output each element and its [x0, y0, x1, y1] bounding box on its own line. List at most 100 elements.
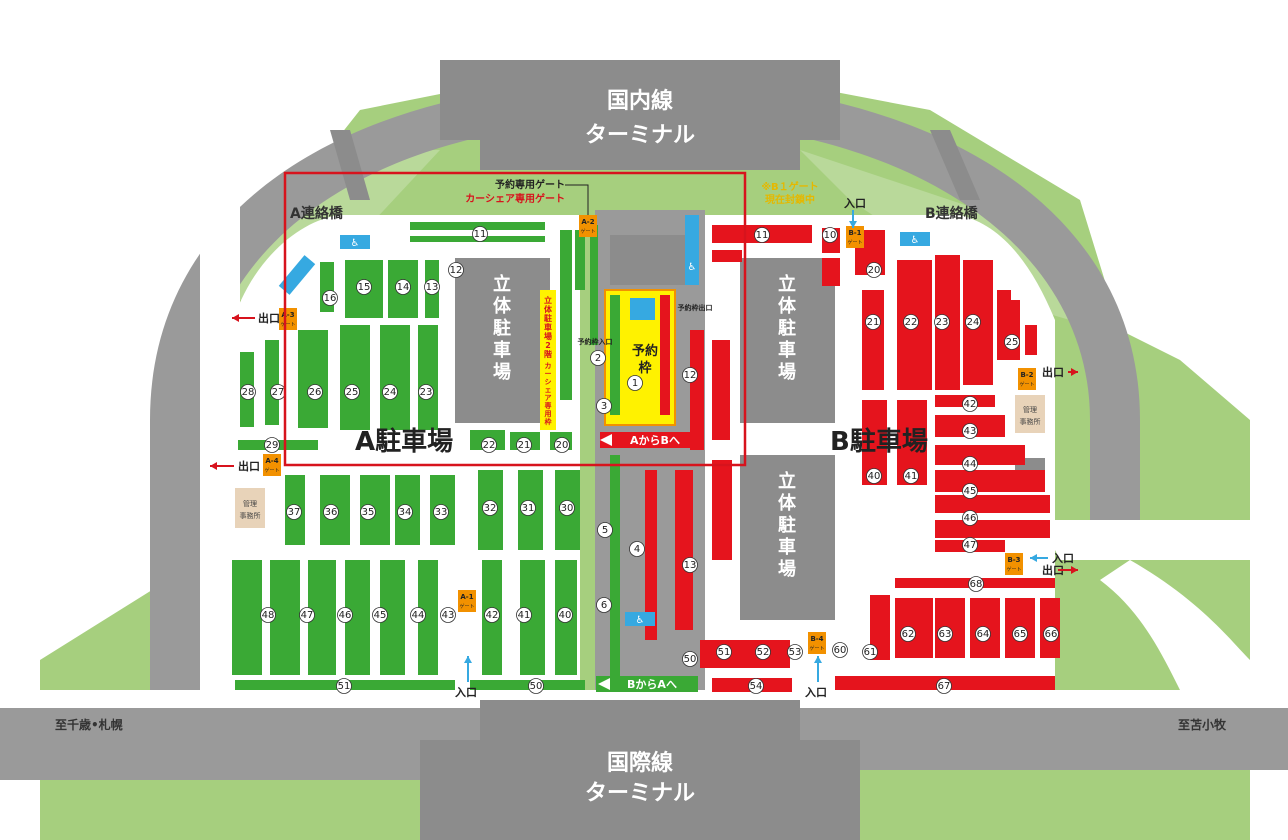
international-terminal-label-1: 国際線: [607, 750, 673, 776]
spot-number: 52: [757, 647, 770, 658]
carshare-char: 場: [544, 331, 552, 341]
international-terminal: 国際線 ターミナル: [420, 700, 860, 840]
spot-number-badge: [596, 398, 612, 414]
io-label: 出口: [1042, 563, 1064, 577]
spot-number-badge: [866, 262, 882, 278]
b-parking-row: [712, 340, 730, 440]
b-parking-row: [1010, 300, 1020, 360]
spot-number-badge: [448, 262, 464, 278]
spot-number: 22: [483, 440, 496, 451]
spot-number-badge: [682, 651, 698, 667]
accessible-icon: ♿: [636, 615, 645, 626]
spot-number: 51: [338, 681, 351, 692]
a-parking-row: [265, 340, 279, 425]
spot-number-badge: [528, 678, 544, 694]
spot-number-badge: [865, 314, 881, 330]
b-parking-row: [645, 470, 657, 640]
arrow-head-icon: [464, 656, 472, 663]
spot-number: 61: [864, 647, 877, 658]
spot-numbers: 1112131415162021222324252627282930313233…: [240, 226, 1059, 694]
spot-number: 35: [362, 507, 375, 518]
spot-number-badge: [629, 541, 645, 557]
office-b-label-2: 事務所: [1020, 417, 1041, 426]
spot-number-badge: [748, 678, 764, 694]
gate-b2: [1018, 368, 1036, 390]
gate-label: A-3: [281, 311, 294, 319]
a-parking-row: [575, 230, 585, 290]
spot-number: 20: [556, 440, 569, 451]
spot-number-badge: [260, 607, 276, 623]
reserve-exit-label: 予約枠出口: [678, 303, 713, 312]
spot-number: 25: [1006, 337, 1019, 348]
spot-number-badge: [395, 279, 411, 295]
multi-storey-char: 車: [493, 339, 511, 361]
gate-label: B-4: [810, 635, 823, 643]
carshare-strip: [540, 290, 556, 430]
spot-number: 24: [967, 317, 980, 328]
gate-label: B-2: [1020, 371, 1033, 379]
spot-number-badge: [755, 644, 771, 660]
spot-number-badge: [962, 510, 978, 526]
gate-sub-label: ゲート: [280, 321, 295, 328]
b-to-a-sign: BからAへ: [596, 676, 698, 692]
spot-number: 50: [684, 654, 697, 665]
spot-number: 41: [905, 471, 918, 482]
spot-number-badge: [418, 384, 434, 400]
gate-sub-label: ゲート: [809, 645, 824, 652]
multi-storey-char: 駐: [493, 317, 511, 339]
spot-number-badge: [866, 468, 882, 484]
spot-number: 45: [964, 486, 977, 497]
domestic-terminal-label-1: 国内線: [607, 88, 673, 114]
reserve-zone-label-2: 枠: [638, 360, 651, 376]
spot-number-badge: [962, 483, 978, 499]
spot-number: 34: [399, 507, 412, 518]
spot-number: 4: [634, 544, 640, 555]
io-label: 出口: [238, 459, 260, 473]
b-parking-row: [690, 330, 704, 450]
gate-label: A-4: [265, 457, 278, 465]
spot-number: 15: [358, 282, 371, 293]
b-lot-rows: [645, 225, 1060, 692]
spot-number: 13: [684, 560, 697, 571]
spot-number-badge: [356, 279, 372, 295]
spot-number: 53: [789, 647, 802, 658]
b-parking-row: [712, 250, 742, 262]
spot-number: 23: [936, 317, 949, 328]
spot-number: 42: [486, 610, 499, 621]
spot-number: 37: [288, 507, 301, 518]
ring-road: [150, 80, 1140, 700]
spot-number: 43: [964, 426, 977, 437]
spot-number-badge: [472, 226, 488, 242]
reserve-entrance-label: 予約枠入口: [578, 337, 613, 346]
spot-number-badge: [937, 626, 953, 642]
spot-number-badge: [754, 227, 770, 243]
multi-storey-char: 立: [493, 273, 511, 295]
spot-number: 5: [602, 525, 608, 536]
accessible-spaces: ♿ ♿ ♿ ♿: [278, 215, 930, 626]
spot-number-badge: [323, 504, 339, 520]
svg-text:BからAへ: BからAへ: [627, 678, 677, 691]
a-parking-row: [418, 560, 438, 675]
spot-number-badge: [822, 227, 838, 243]
to-chitose-label: 至千歳•札幌: [55, 717, 123, 732]
spot-number-badge: [934, 314, 950, 330]
a-parking-row: [232, 560, 262, 675]
spot-number: 24: [384, 387, 397, 398]
gate-a3: [279, 308, 297, 330]
b-parking-row: [1025, 325, 1037, 355]
highlight-frame: [283, 171, 747, 467]
b-parking-row: [822, 258, 840, 286]
spot-number-badge: [862, 644, 878, 660]
gate-label: A-2: [581, 218, 594, 226]
b-parking-row: [935, 520, 1050, 538]
spot-number: 26: [309, 387, 322, 398]
multi-storey-char: 車: [778, 339, 796, 361]
spot-number-badge: [286, 504, 302, 520]
spot-number-badge: [716, 644, 732, 660]
spot-number-badge: [240, 384, 256, 400]
multi-storey-char: 立: [778, 273, 796, 295]
spot-number: 43: [442, 610, 455, 621]
carshare-char: ェ: [545, 386, 552, 394]
carshare-char: 駐: [544, 313, 552, 323]
